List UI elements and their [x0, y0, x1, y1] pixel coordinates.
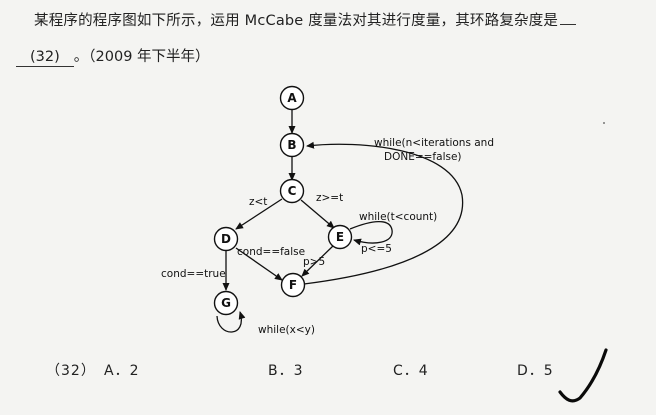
label-e-pless: p<=5: [361, 243, 392, 255]
answer-blank-line: [560, 10, 577, 25]
label-e-loop: while(t<count): [359, 211, 437, 223]
label-c-to-e: z>=t: [316, 192, 343, 204]
edge-f-b-loop: [303, 141, 464, 285]
label-e-pgreater: p>5: [303, 256, 325, 268]
edge-e-f: [301, 244, 335, 277]
node-d: D: [213, 226, 239, 252]
node-c-label: C: [288, 184, 297, 198]
edge-g-self-loop: [216, 311, 246, 333]
answer-choices: （32） A．2 B．3 C．4 D．5: [0, 360, 656, 382]
label-c-to-d: z<t: [249, 196, 267, 208]
question-line-1: 某程序的程序图如下所示，运用 McCabe 度量法对其进行度量，其环路复杂度是: [34, 9, 577, 30]
label-loop-b-line2: DONE==false): [384, 151, 462, 163]
label-g-loop: while(x<y): [258, 324, 315, 336]
node-f: F: [280, 272, 306, 298]
label-d-cond-true: cond==true: [161, 268, 226, 280]
node-g-label: G: [221, 296, 231, 310]
choice-b[interactable]: B．3: [268, 363, 304, 379]
node-e-label: E: [336, 230, 344, 244]
node-b-label: B: [287, 138, 296, 152]
choice-a[interactable]: A．2: [104, 363, 140, 379]
node-g: G: [213, 290, 239, 316]
node-d-label: D: [221, 232, 231, 246]
question-period: 。: [73, 49, 89, 65]
edge-e-loop: [349, 220, 393, 246]
choice-number: （32）: [46, 363, 96, 379]
node-a-label: A: [287, 91, 297, 105]
node-c: C: [279, 178, 305, 204]
node-b: B: [279, 132, 305, 158]
node-e: E: [327, 224, 353, 250]
edge-d-f-cond-false: [235, 247, 283, 281]
question-source: （2009 年下半年）: [88, 49, 210, 65]
label-d-cond-false: cond==false: [237, 246, 305, 258]
node-f-label: F: [289, 278, 297, 292]
stray-dot: [603, 122, 605, 124]
answer-blank: (32): [16, 49, 74, 67]
node-a: A: [279, 85, 305, 111]
label-loop-b-line1: while(n<iterations and: [374, 137, 494, 149]
edge-c-e: [300, 199, 335, 229]
question-text: 某程序的程序图如下所示，运用 McCabe 度量法对其进行度量，其环路复杂度是: [34, 13, 559, 29]
choice-c[interactable]: C．4: [393, 363, 429, 379]
edge-c-d: [235, 198, 283, 230]
question-line-2: (32)。（2009 年下半年）: [16, 45, 210, 67]
choice-d[interactable]: D．5: [517, 363, 554, 379]
